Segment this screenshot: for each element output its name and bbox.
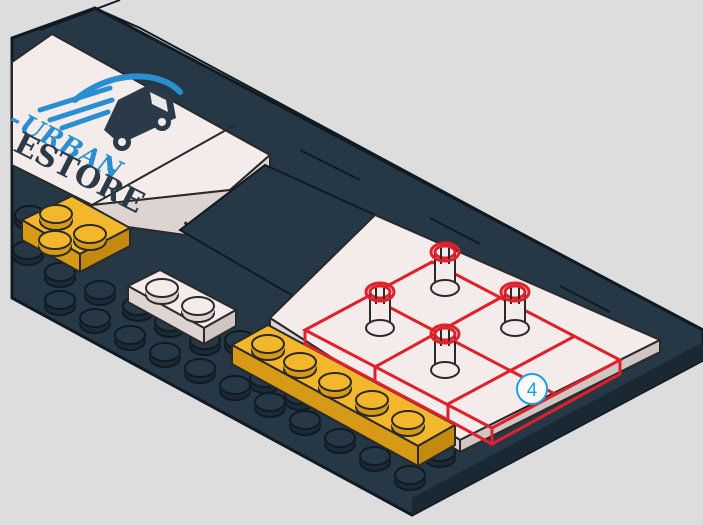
clip-pin-4 <box>431 325 459 378</box>
clip-pin-2 <box>431 243 459 296</box>
clip-pin-3 <box>501 283 529 336</box>
step-number-label: 4 <box>527 380 538 401</box>
clip-pin-1 <box>366 283 394 336</box>
step-callout: 4 <box>517 374 547 404</box>
